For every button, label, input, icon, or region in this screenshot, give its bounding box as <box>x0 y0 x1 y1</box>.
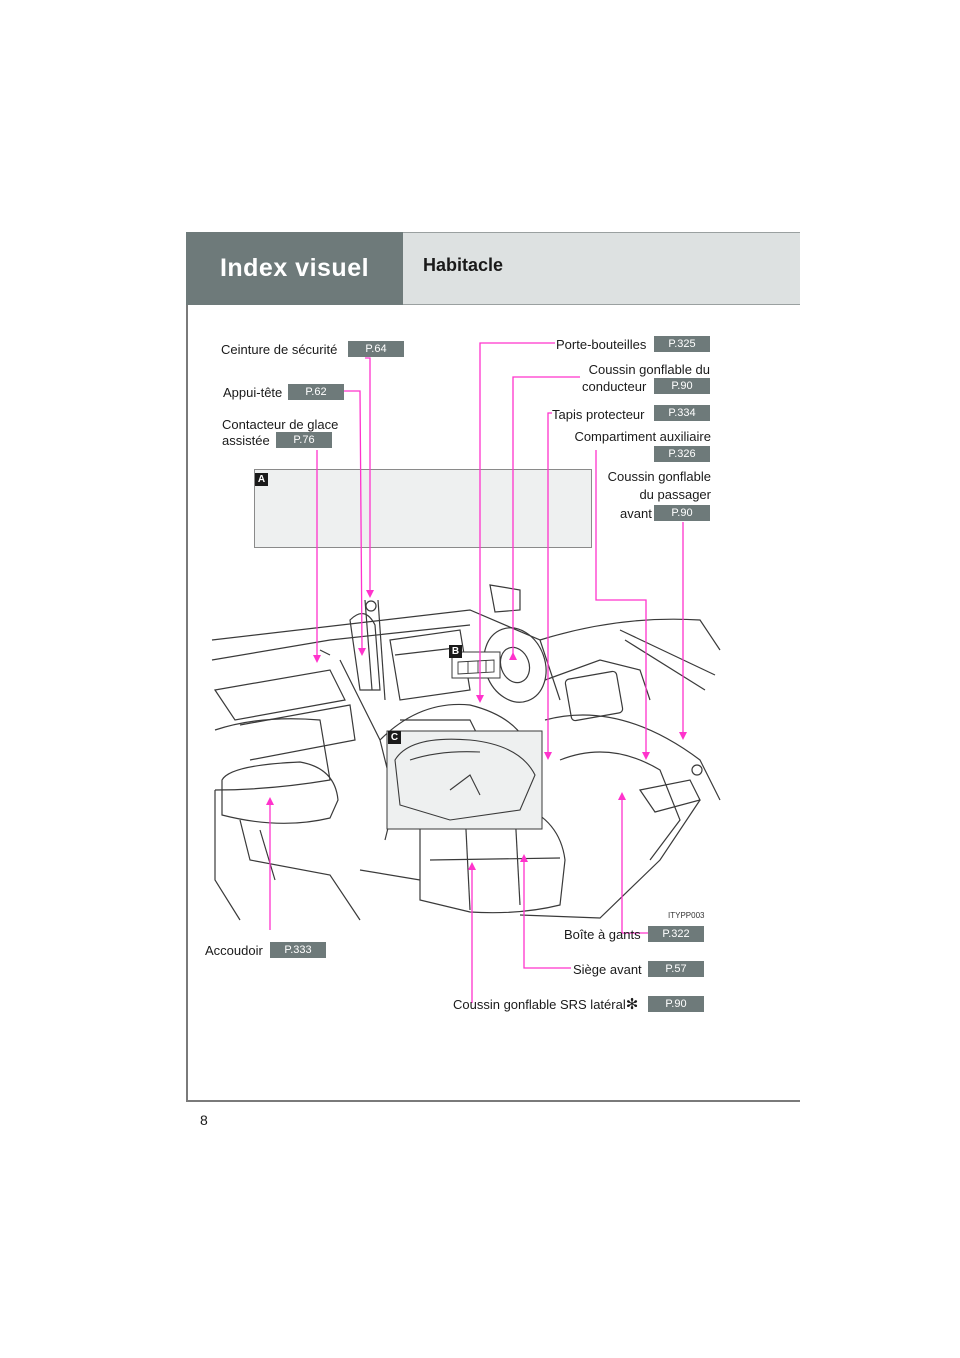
center-display-drawing <box>564 670 624 722</box>
marker-c: C <box>388 731 401 744</box>
label-porte-bouteilles: Porte-bouteilles <box>556 337 647 352</box>
callout-box-a <box>254 469 592 548</box>
label-boite-gants: Boîte à gants <box>564 927 641 942</box>
title-bar: Habitacle <box>403 232 800 305</box>
page-ref-coussin-srs[interactable]: P.90 <box>648 996 704 1012</box>
page-ref-boite-gants[interactable]: P.322 <box>648 926 704 942</box>
mirror-drawing <box>489 584 521 613</box>
section-header: Index visuel <box>186 232 403 305</box>
label-coussin-srs-text: Coussin gonflable SRS latéral <box>453 997 626 1012</box>
marker-a: A <box>255 473 268 486</box>
page-ref-coussin-conducteur[interactable]: P.90 <box>654 378 710 394</box>
label-siege-avant: Siège avant <box>573 962 642 977</box>
label-contacteur-line2: assistée <box>222 433 270 448</box>
label-coussin-passager-line1: Coussin gonflable <box>607 469 711 484</box>
page-ref-coussin-passager[interactable]: P.90 <box>654 505 710 521</box>
leader-arrows <box>266 590 687 870</box>
page-title: Habitacle <box>423 255 504 275</box>
page-ref-tapis[interactable]: P.334 <box>654 405 710 421</box>
inset-c-frame <box>386 730 543 830</box>
armrest-drawing <box>221 761 339 824</box>
label-contacteur-line1: Contacteur de glace <box>222 417 339 432</box>
label-coussin-passager-line2: du passager <box>639 487 711 502</box>
page-number: 8 <box>200 1112 208 1128</box>
label-compartiment: Compartiment auxiliaire <box>574 429 711 444</box>
page-frame-left <box>186 232 188 1102</box>
label-appui-tete: Appui-tête <box>223 385 283 400</box>
inset-c-drawing <box>394 738 536 821</box>
page-ref-ceinture[interactable]: P.64 <box>348 341 404 357</box>
label-tapis: Tapis protecteur <box>552 407 645 422</box>
label-accoudoir: Accoudoir <box>205 943 263 958</box>
page-ref-contacteur[interactable]: P.76 <box>276 432 332 448</box>
leader-lines <box>269 342 684 1003</box>
headrest-drawing <box>349 613 381 691</box>
asterisk-icon: ✻ <box>625 996 639 1013</box>
page-ref-porte-bouteilles[interactable]: P.325 <box>654 336 710 352</box>
label-ceinture: Ceinture de sécurité <box>221 342 338 357</box>
image-code: ITYPP003 <box>668 911 705 920</box>
page-ref-siege-avant[interactable]: P.57 <box>648 961 704 977</box>
page-ref-compartiment[interactable]: P.326 <box>654 446 710 462</box>
label-coussin-conducteur-line1: Coussin gonflable du <box>588 362 710 377</box>
page-frame-bottom <box>186 1100 800 1102</box>
marker-b: B <box>449 645 462 658</box>
label-coussin-conducteur-line2: conducteur <box>582 379 647 394</box>
label-coussin-passager-line3: avant <box>620 506 652 521</box>
label-coussin-srs: Coussin gonflable SRS latéral✻ <box>453 997 638 1013</box>
page-ref-appui-tete[interactable]: P.62 <box>288 384 344 400</box>
page-ref-accoudoir[interactable]: P.333 <box>270 942 326 958</box>
